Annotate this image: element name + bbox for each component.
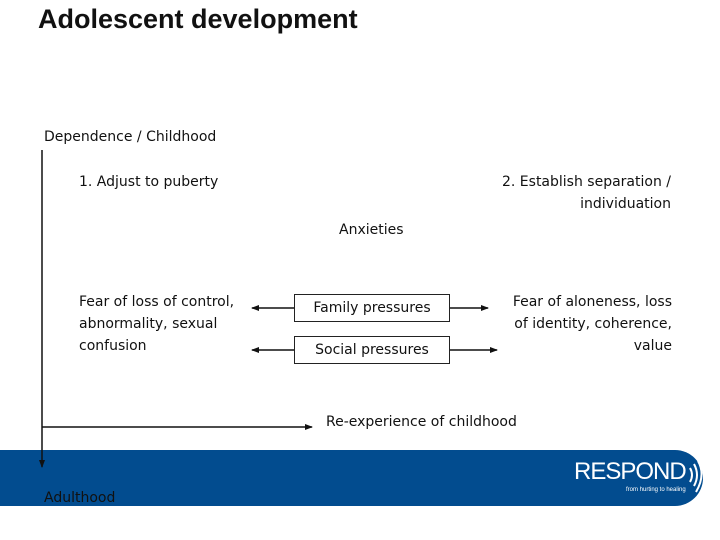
right-fears-text: Fear of aloneness, loss of identity, coh… <box>513 291 672 357</box>
end-label: Adulthood <box>44 490 116 506</box>
left-fears-text: Fear of loss of control, abnormality, se… <box>79 291 234 357</box>
right-fears-line: value <box>633 338 672 354</box>
page-title: Adolescent development <box>38 4 358 34</box>
task-1-label: 1. Adjust to puberty <box>79 174 219 190</box>
task-2-line: 2. Establish separation / <box>502 174 671 190</box>
start-label: Dependence / Childhood <box>44 129 217 145</box>
left-fears-line: Fear of loss of control, <box>79 294 235 310</box>
footer-band <box>0 450 703 506</box>
right-fears-line: of identity, coherence, <box>514 316 672 332</box>
anxieties-label: Anxieties <box>339 222 404 238</box>
reexperience-label: Re-experience of childhood <box>326 414 517 430</box>
logo-name: RESPOND <box>574 458 687 485</box>
family-pressures-box: Family pressures <box>294 294 450 322</box>
left-fears-line: abnormality, sexual <box>79 316 218 332</box>
task-2-label: 2. Establish separation / individuation <box>502 171 671 215</box>
respond-logo: RESPOND from hurting to healing <box>574 458 706 494</box>
left-fears-line: confusion <box>79 338 147 354</box>
social-pressures-box: Social pressures <box>294 336 450 364</box>
logo-tagline: from hurting to healing <box>625 487 686 493</box>
sound-waves-icon <box>688 460 703 493</box>
right-fears-line: Fear of aloneness, loss <box>512 294 672 310</box>
task-2-line: individuation <box>580 196 671 212</box>
logo-text: RESPOND from hurting to healing <box>574 458 687 494</box>
